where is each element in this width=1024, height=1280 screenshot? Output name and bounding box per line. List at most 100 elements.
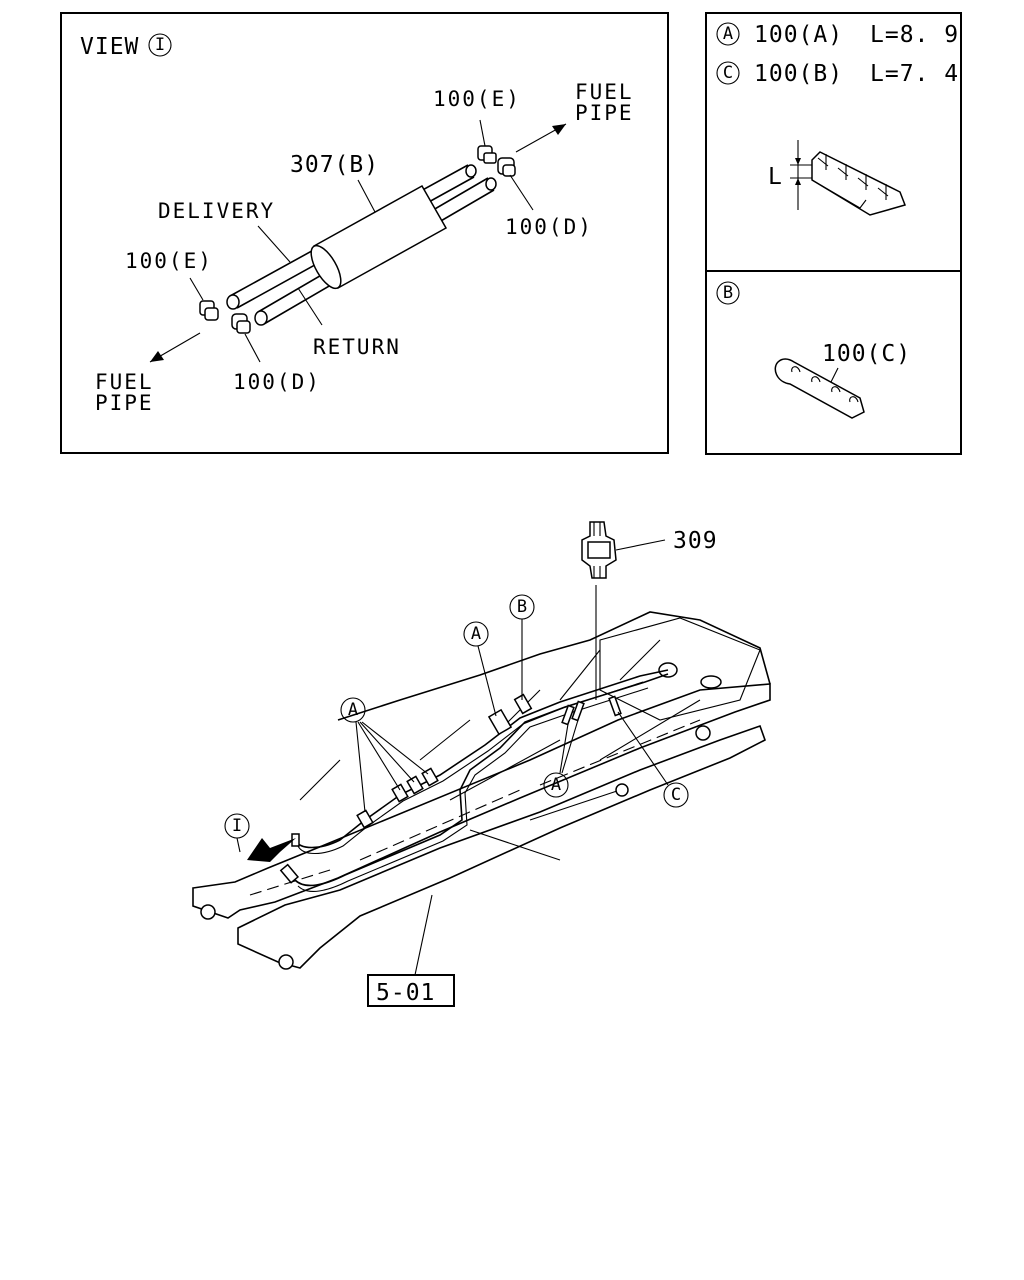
legend-part-c: 100(B) [754, 61, 843, 87]
cross-members [449, 699, 701, 861]
view-panel: VIEW I [60, 12, 669, 454]
leader-clip-e-top [479, 119, 486, 147]
marker-a-mid: A [471, 624, 481, 644]
marker-c-circle [663, 782, 689, 808]
mount-front-right [278, 954, 294, 970]
fuel-tank-fitting [700, 675, 722, 689]
legend-length-a: L=8. 9 [870, 22, 959, 48]
marker-b: B [517, 597, 527, 617]
marker-c: C [671, 785, 681, 805]
ref-box-border [367, 974, 455, 1007]
leader-clip-e-left [189, 277, 204, 301]
chassis-illustration: 309 I A A B A C 5-01 [192, 521, 771, 1007]
ref-box-label: 5-01 [376, 980, 435, 1006]
dimension-l [790, 140, 812, 210]
fuel-line-delivery [294, 669, 669, 849]
protector-sleeve-end [310, 244, 342, 290]
marker-a-left-circle [340, 697, 366, 723]
delivery-pipe-end [226, 294, 240, 310]
legend-marker-c-circle [716, 61, 740, 85]
label-clip-e-top: 100(E) [433, 87, 521, 111]
leader-delivery [257, 225, 291, 263]
label-307b: 307(B) [290, 152, 379, 178]
frame-ribs [299, 639, 661, 801]
leader-a-left [355, 721, 429, 813]
leader-a-mid [477, 645, 497, 717]
chassis-view-marker: I [232, 816, 242, 836]
marker-a-mid-circle [463, 621, 489, 647]
view-direction-arrow [247, 838, 296, 862]
line-clip-a-mid [487, 708, 513, 736]
fuel-line-return-edge [297, 687, 649, 892]
label-clip-d-top: 100(D) [505, 215, 593, 239]
dimension-label-l: L [768, 164, 783, 190]
legend-part-a: 100(A) [754, 22, 843, 48]
label-309: 309 [673, 528, 718, 554]
return-pipe-end-top [485, 177, 497, 191]
clip-b-part-label: 100(C) [822, 341, 911, 367]
label-delivery: DELIVERY [158, 199, 275, 223]
label-return: RETURN [313, 335, 401, 359]
label-fuel-pipe-bottom-2: PIPE [95, 391, 154, 415]
leader-307b [357, 179, 376, 213]
leader-clip-d-bottom [244, 333, 261, 363]
mount-front-left [200, 904, 216, 920]
marker-a-lower-circle [543, 772, 569, 798]
leader-309 [615, 539, 666, 551]
label-clip-e-left: 100(E) [125, 249, 213, 273]
label-fuel-pipe-bottom-1: FUEL [95, 370, 154, 394]
line-clip-c [608, 695, 622, 717]
frame-centerline [249, 719, 701, 896]
line-clip-b [513, 693, 533, 715]
legend-length-c: L=7. 4 [870, 61, 959, 87]
label-clip-d-bottom: 100(D) [233, 370, 321, 394]
delivery-pipe-end-top [465, 164, 477, 178]
label-fuel-pipe-top-1: FUEL [575, 80, 634, 104]
legend-marker-a-circle [716, 22, 740, 46]
view-title: VIEW [80, 34, 139, 60]
marker-a-left: A [348, 700, 358, 720]
fuel-pipe-arrow-top [515, 123, 567, 153]
leader-a-lower [559, 719, 579, 774]
leader-ref-box [414, 894, 433, 976]
line-clip-a-1 [356, 809, 374, 829]
clip-e-top-icon [477, 145, 497, 164]
clip-legend-panel: A 100(A) L=8. 9 C 100(B) L=7. 4 L [705, 12, 962, 272]
leader-c [617, 711, 669, 786]
fuel-line-delivery-edge [297, 681, 644, 855]
clip-d-bottom-icon [231, 313, 251, 334]
clip-e-left-icon [199, 300, 219, 321]
clip-b-border [705, 270, 962, 455]
fuel-pipe-arrow-bottom [149, 332, 201, 363]
view-marker: I [155, 35, 165, 55]
frame-inner [237, 724, 766, 969]
legend-marker-a: A [723, 24, 733, 44]
clip-d-top-icon [497, 157, 516, 177]
return-pipe-end [254, 310, 268, 326]
label-fuel-pipe-top-2: PIPE [575, 101, 634, 125]
legend-marker-c: C [723, 63, 733, 83]
clip-b-panel: B 100(C) [705, 270, 962, 455]
frame-outline [192, 683, 771, 919]
multi-clip-icon [811, 151, 906, 216]
clip-c-icon [774, 358, 865, 419]
view-marker-circle [148, 33, 172, 57]
clip-legend-border [705, 12, 962, 272]
line-clip-a-lower-1 [561, 704, 575, 726]
frame-rail-top [337, 611, 771, 721]
clip-b-marker: B [723, 283, 733, 303]
line-clip-a-lower-2 [571, 700, 585, 722]
fuel-pipes-illustration [226, 164, 497, 326]
leader-return [297, 287, 323, 326]
leader-view-marker [236, 837, 241, 853]
line-clip-a-2 [391, 783, 409, 803]
view-panel-border [60, 12, 669, 454]
mount-rear [695, 725, 711, 741]
connector-309-icon [581, 521, 617, 579]
clip-b-marker-circle [716, 281, 740, 305]
marker-a-lower: A [551, 775, 561, 795]
leader-clip-d-top [509, 174, 534, 211]
fuel-tank [599, 617, 761, 721]
mount-mid [615, 783, 629, 797]
